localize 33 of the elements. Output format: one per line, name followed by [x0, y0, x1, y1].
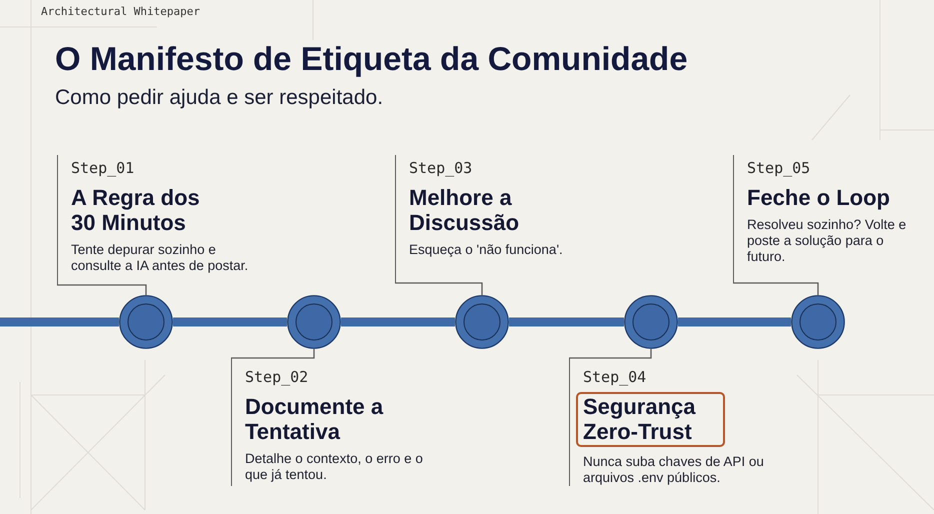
step-number: Step_04	[583, 368, 646, 386]
step-heading: Documente a Tentativa	[245, 394, 384, 444]
highlighted-heading: Segurança Zero-Trust	[576, 392, 725, 447]
header-tag: Architectural Whitepaper	[41, 5, 200, 18]
step-number: Step_05	[747, 159, 810, 177]
step-heading: Melhore a Discussão	[409, 185, 520, 235]
timeline-track	[509, 318, 624, 326]
leader-line	[231, 349, 315, 359]
step-number: Step_03	[409, 159, 472, 177]
step-heading: Feche o Loop	[747, 185, 890, 210]
step-heading: A Regra dos 30 Minutos	[71, 185, 201, 235]
subtitle: Como pedir ajuda e ser respeitado.	[55, 86, 384, 110]
milestone-circle	[624, 295, 678, 349]
timeline-track	[0, 318, 119, 326]
step-description: Resolveu sozinho? Volte e poste a solução para o futuro.	[747, 217, 908, 265]
leader-line	[395, 282, 483, 295]
title: O Manifesto de Etiqueta da Comunidade	[55, 40, 688, 78]
step-description: Nunca suba chaves de API ou arquivos .env públicos.	[583, 454, 765, 486]
timeline-track	[678, 318, 791, 326]
timeline-track	[341, 318, 455, 326]
step-description: Tente depurar sozinho e consulte a IA antes de postar.	[71, 242, 250, 274]
milestone-circle	[455, 295, 509, 349]
step-description: Detalhe o contexto, o erro e o que já tentou.	[245, 451, 424, 483]
timeline-track	[173, 318, 287, 326]
milestone-circle	[119, 295, 173, 349]
step-number: Step_01	[71, 159, 134, 177]
step-description: Esqueça o 'não funciona'.	[409, 242, 563, 258]
leader-line	[57, 284, 147, 295]
milestone-circle	[287, 295, 341, 349]
leader-line	[569, 349, 652, 359]
leader-line	[733, 282, 819, 295]
milestone-circle	[791, 295, 845, 349]
step-number: Step_02	[245, 368, 308, 386]
